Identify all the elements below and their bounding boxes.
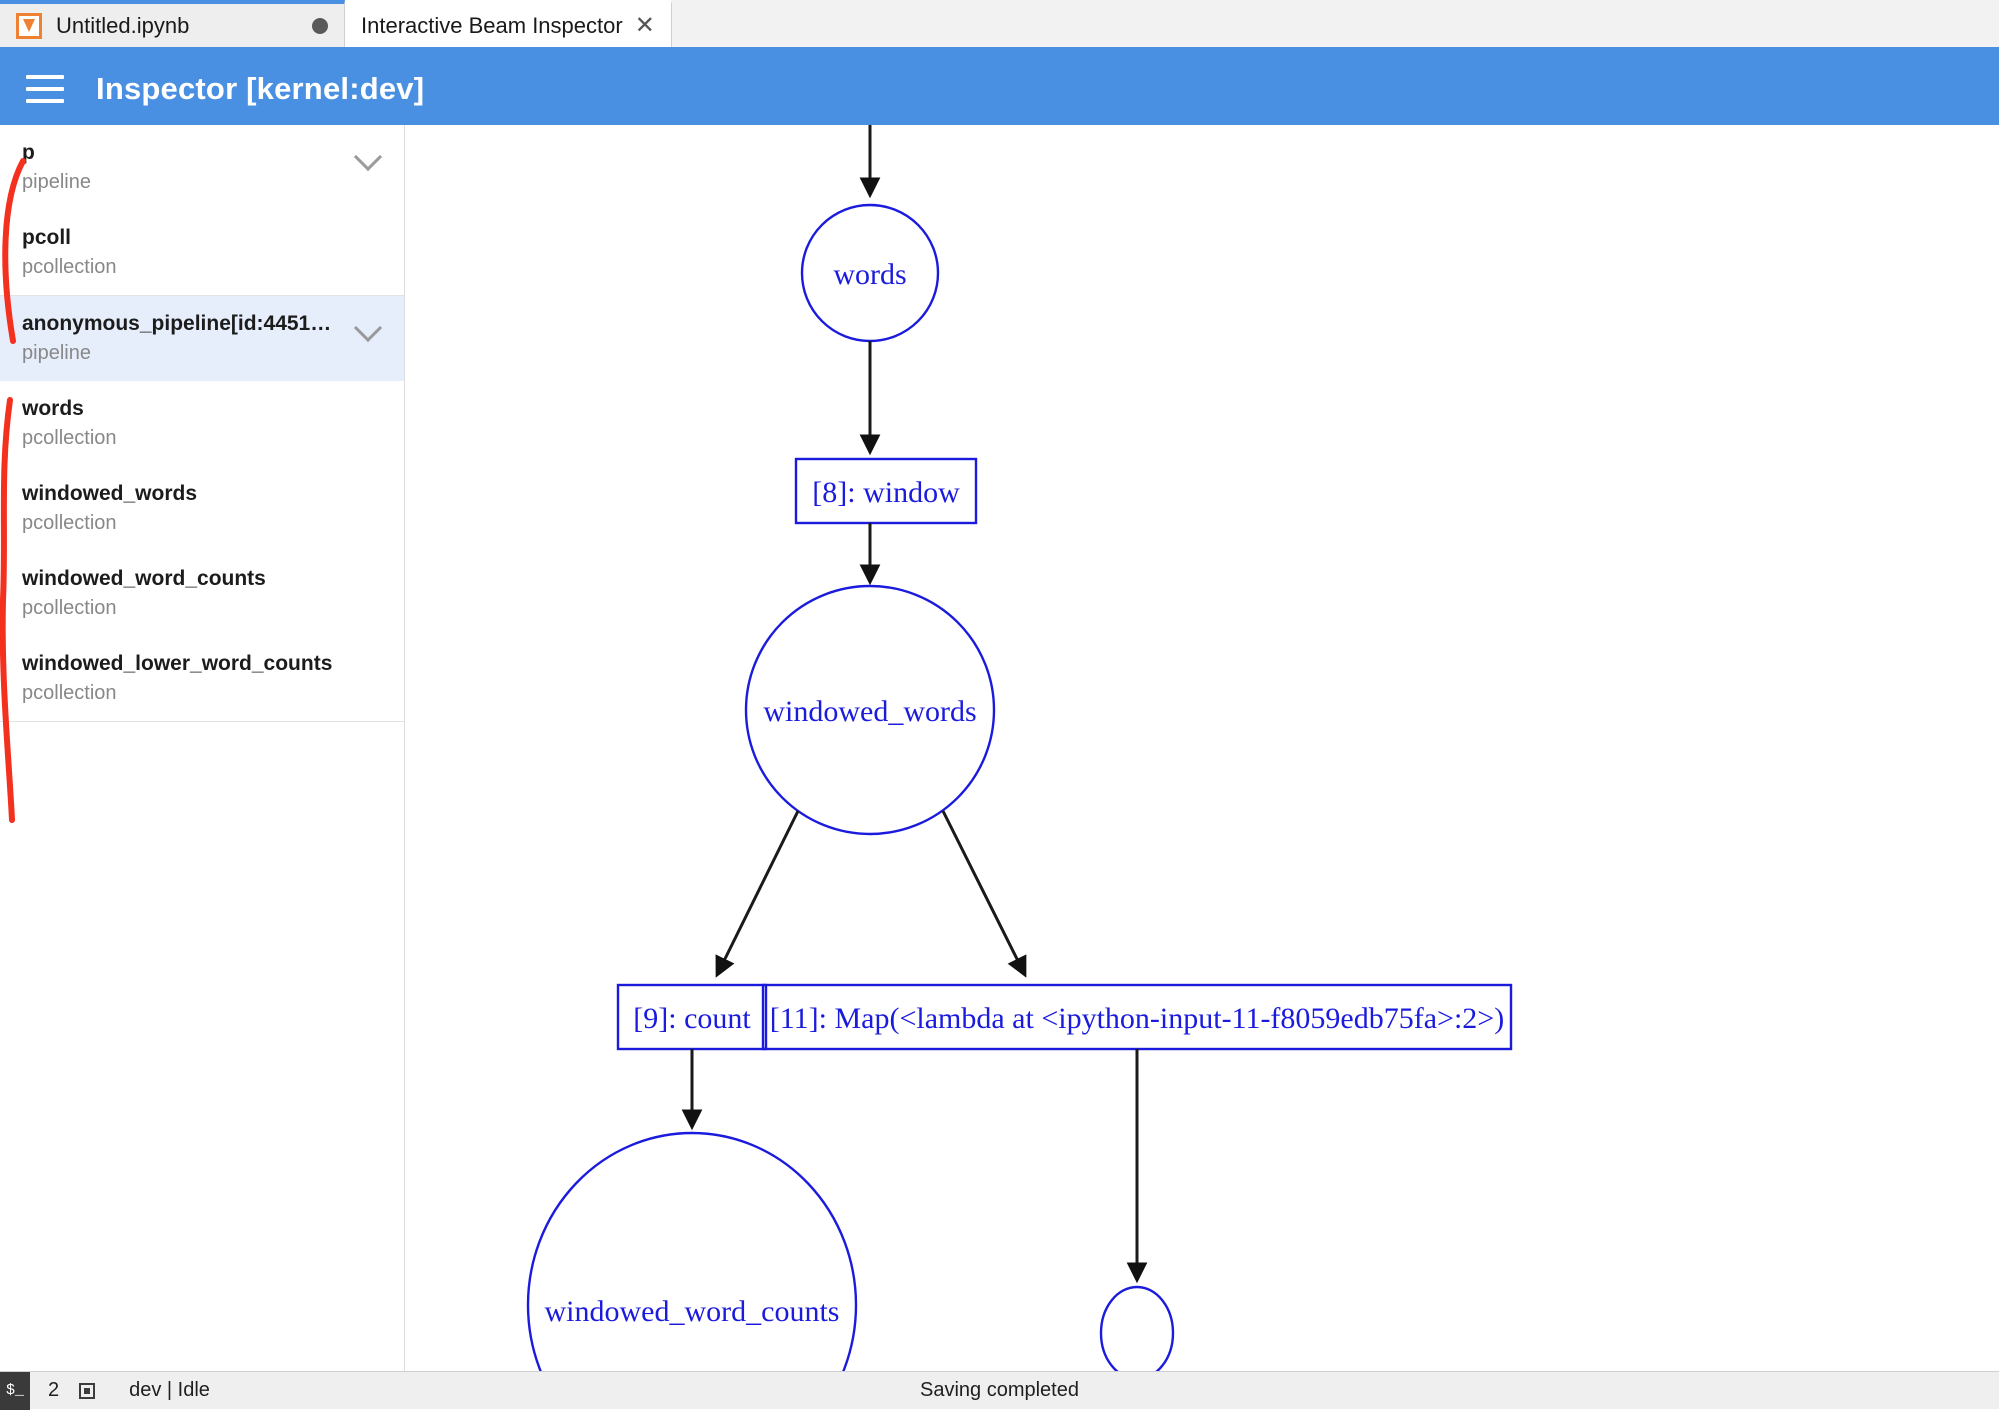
sidebar-item-name: windowed_lower_word_counts: [22, 652, 333, 675]
graph-node-map-lambda[interactable]: [11]: Map(<lambda at <ipython-input-11-f…: [761, 983, 1513, 1051]
sidebar-item-name: pcoll: [22, 226, 72, 249]
hamburger-bar: [26, 98, 64, 103]
cpu-icon[interactable]: [75, 1379, 99, 1403]
graph-node-count[interactable]: [9]: count: [616, 983, 768, 1051]
graph-node-label: windowed_word_counts: [545, 1295, 840, 1328]
status-bar: $_ 2 dev | Idle Saving completed: [0, 1371, 1999, 1410]
tab-interactive-beam-inspector[interactable]: Interactive Beam Inspector ✕: [345, 0, 672, 47]
graph-node-unnamed[interactable]: [1099, 1285, 1175, 1371]
sidebar-item-pcoll[interactable]: pcoll pcollection: [0, 210, 404, 295]
hamburger-bar: [26, 86, 64, 91]
inspector-header: Inspector [kernel:dev]: [0, 52, 1999, 125]
sidebar-item-kind: pcollection: [22, 427, 117, 449]
sidebar-group: p pipeline pcoll pcollection: [0, 125, 404, 296]
kernel-count[interactable]: 2: [48, 1379, 60, 1401]
page-title: Inspector [kernel:dev]: [96, 70, 425, 106]
graph-edge-windowed-words-count: [715, 810, 800, 978]
sidebar-item-name: p: [22, 141, 35, 164]
sidebar-item-name: words: [22, 397, 84, 420]
sidebar-item-windowed-words[interactable]: windowed_words pcollection: [0, 466, 404, 551]
cpu-icon-body: [79, 1382, 96, 1399]
graph-node-label: windowed_words: [763, 695, 976, 728]
inspectables-sidebar[interactable]: p pipeline pcoll pcollection anonymous_p…: [0, 125, 405, 1371]
notebook-icon: [16, 12, 42, 39]
pipeline-graph-canvas[interactable]: words [8]: window windowed_words: [406, 125, 1999, 1371]
cpu-icon-core: [84, 1387, 91, 1394]
sidebar-item-kind: pipeline: [22, 342, 91, 364]
graph-node-label: [11]: Map(<lambda at <ipython-input-11-f…: [770, 1002, 1504, 1035]
sidebar-item-name: anonymous_pipeline[id:44516…: [22, 312, 343, 335]
graph-node-label: [9]: count: [633, 1002, 751, 1035]
sidebar-item-kind: pcollection: [22, 682, 117, 704]
close-icon[interactable]: ✕: [634, 11, 655, 39]
graph-edge-windowed-words-map: [941, 810, 1027, 978]
sidebar-item-name: windowed_word_counts: [22, 567, 266, 590]
graph-node-windowed-words[interactable]: windowed_words: [744, 584, 996, 836]
save-status: Saving completed: [920, 1379, 1079, 1401]
tab-bar: Untitled.ipynb Interactive Beam Inspecto…: [0, 0, 1999, 52]
sidebar-item-p[interactable]: p pipeline: [0, 125, 404, 210]
tab-label: Untitled.ipynb: [56, 12, 190, 38]
sidebar-item-windowed-word-counts[interactable]: windowed_word_counts pcollection: [0, 551, 404, 636]
hamburger-icon[interactable]: [26, 74, 64, 103]
hamburger-bar: [26, 74, 64, 79]
sidebar-item-kind: pcollection: [22, 512, 117, 534]
graph-node-words[interactable]: words: [800, 203, 940, 343]
tab-label: Interactive Beam Inspector: [361, 12, 623, 38]
sidebar-item-name: windowed_words: [22, 482, 198, 505]
sidebar-item-windowed-lower-word-counts[interactable]: windowed_lower_word_counts pcollection: [0, 636, 404, 721]
graph-node-window[interactable]: [8]: window: [794, 457, 978, 525]
sidebar-item-kind: pcollection: [22, 597, 117, 619]
main-content: p pipeline pcoll pcollection anonymous_p…: [0, 125, 1999, 1371]
graph-node-label: words: [833, 258, 906, 291]
graph-node-windowed-word-counts[interactable]: windowed_word_counts: [526, 1131, 858, 1371]
sidebar-item-words[interactable]: words pcollection: [0, 381, 404, 466]
terminal-icon[interactable]: $_: [0, 1371, 30, 1410]
kernel-status[interactable]: dev | Idle: [129, 1379, 210, 1401]
tab-untitled-notebook[interactable]: Untitled.ipynb: [0, 0, 345, 47]
sidebar-item-kind: pipeline: [22, 171, 91, 193]
sidebar-group: anonymous_pipeline[id:44516… pipeline wo…: [0, 296, 404, 722]
graph-node-label: [8]: window: [812, 476, 960, 509]
unsaved-changes-dot[interactable]: [312, 17, 328, 34]
sidebar-item-anonymous-pipeline[interactable]: anonymous_pipeline[id:44516… pipeline: [0, 296, 404, 381]
sidebar-item-kind: pcollection: [22, 256, 117, 278]
